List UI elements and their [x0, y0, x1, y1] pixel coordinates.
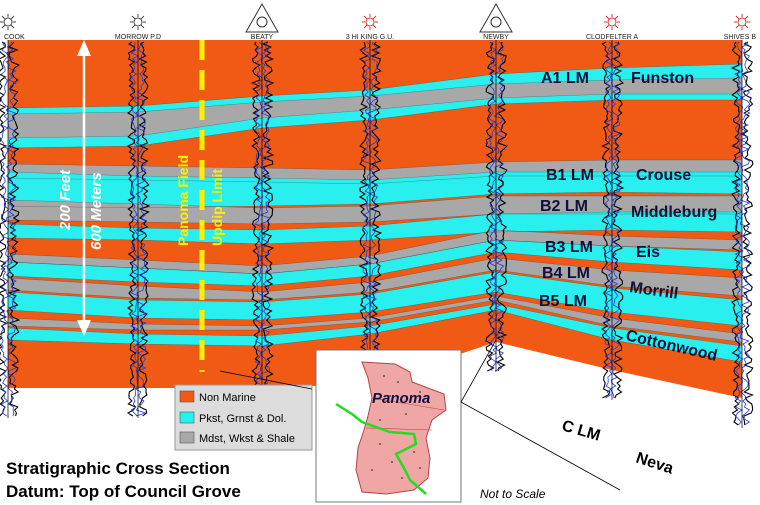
log-trace — [741, 41, 755, 425]
well-header: MORROW P.D — [115, 14, 161, 41]
well-header: CLODFELTER A — [586, 14, 638, 41]
b3-limestone — [8, 240, 742, 286]
legend: Non Marine Pkst, Grnst & Dol. Mdst, Wkst… — [174, 384, 313, 451]
unit-label-neva: Neva — [634, 450, 676, 478]
well-name-label: BEATY — [251, 34, 274, 41]
cross-section-line — [335, 402, 427, 495]
b2-limestone — [8, 212, 742, 244]
panoma-field-updip-limit: Panoma Field Updip Limit — [175, 40, 225, 372]
log-trace — [488, 41, 498, 372]
well-header: BEATY — [245, 2, 279, 41]
well-name-label: NEWBY — [483, 34, 509, 41]
diagram-title-line2: Datum: Top of Council Grove — [6, 482, 241, 501]
well-name-label: CLODFELTER A — [586, 34, 638, 41]
legend-swatch-pkst — [179, 411, 195, 424]
panoma-field-outline — [355, 361, 447, 495]
scale-meters-label: 600 Meters — [88, 172, 105, 250]
log-trace — [0, 41, 10, 417]
unit-label-b1: B1 LM — [546, 167, 594, 184]
legend-label-pkst: Pkst, Grnst & Dol. — [199, 413, 286, 425]
well-header: NEWBY — [479, 2, 513, 41]
unit-label-a1: A1 LM — [541, 70, 589, 87]
well-name-label: MORROW P.D — [115, 34, 161, 41]
unit-label-c-lm: C LM — [560, 418, 602, 445]
log-trace — [609, 41, 621, 399]
formation-label-middleburg: Middleburg — [631, 204, 717, 221]
legend-swatch-mdst — [179, 431, 195, 444]
log-trace — [261, 41, 275, 417]
log-trace — [126, 41, 137, 417]
well-name-label: SHIVES B — [724, 34, 757, 41]
log-trace — [612, 41, 625, 399]
inset-map-label: Panoma — [372, 390, 430, 407]
log-trace — [496, 41, 508, 372]
unit-label-b2: B2 LM — [540, 198, 588, 215]
log-trace — [138, 41, 151, 417]
log-trace — [7, 41, 21, 417]
log-trace — [250, 41, 261, 417]
well-header: COOK — [0, 14, 25, 41]
well-log-traces — [0, 40, 755, 428]
a1-shale — [8, 78, 742, 138]
log-trace — [5, 41, 17, 417]
well-header: SHIVES B — [724, 14, 757, 41]
inset-map: Panoma — [315, 349, 462, 503]
well-name-label: COOK — [4, 34, 25, 41]
legend-swatch-non-marine — [179, 390, 195, 403]
log-trace — [603, 41, 614, 399]
legend-label-non-marine: Non Marine — [199, 392, 256, 404]
log-trace — [134, 41, 147, 417]
unit-label-b3: B3 LM — [545, 239, 593, 256]
map-connectors — [219, 339, 621, 491]
formation-label-funston: Funston — [631, 70, 694, 87]
well-name-label: 3 HI KING G.U. — [346, 34, 394, 41]
formation-label-morrill: Morrill — [628, 279, 679, 303]
log-trace — [0, 41, 8, 417]
b3-shale — [8, 230, 742, 274]
diagram-title-line1: Stratigraphic Cross Section — [6, 459, 230, 478]
log-trace — [734, 41, 744, 426]
unit-label-b4: B4 LM — [542, 265, 590, 282]
not-to-scale-note: Not to Scale — [480, 487, 546, 501]
formation-label-eis: Eis — [636, 244, 660, 261]
well-headers: COOK MORROW P.D BEATY 3 HI KING G.U. NEWBY CL… — [0, 2, 757, 41]
field-limit-line2: Updip Limit — [209, 169, 225, 246]
log-trace — [739, 41, 751, 426]
formation-label-crouse: Crouse — [636, 167, 691, 184]
log-trace — [730, 41, 742, 426]
b4-shale — [8, 258, 742, 300]
unit-label-b5: B5 LM — [539, 293, 587, 310]
field-limit-line1: Panoma Field — [175, 155, 191, 246]
scale-feet-label: 200 Feet — [57, 169, 74, 231]
well-header: 3 HI KING G.U. — [346, 14, 394, 41]
scale-bar: 200 Feet 600 Meters — [57, 40, 105, 336]
log-trace — [601, 41, 611, 399]
log-trace — [259, 41, 271, 417]
legend-label-mdst: Mdst, Wkst & Shale — [199, 433, 295, 445]
